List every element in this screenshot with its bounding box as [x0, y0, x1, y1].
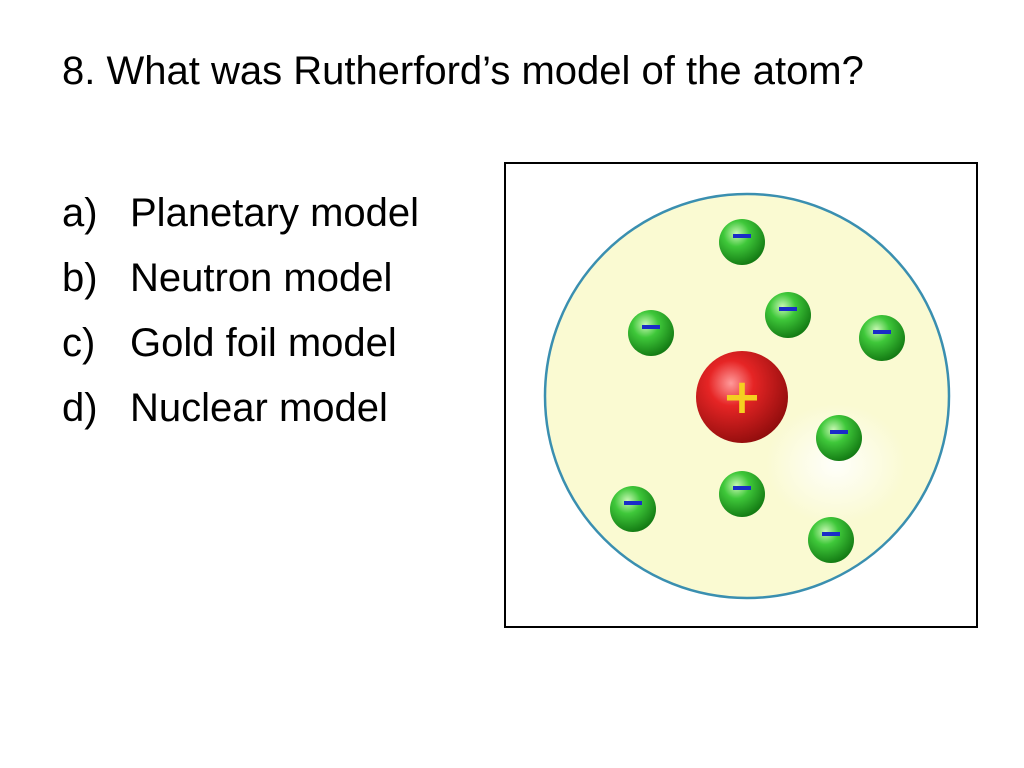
- electron-minus-sign: [779, 307, 797, 311]
- option-letter: d): [62, 386, 98, 430]
- answer-options: a) Planetary model b) Neutron model c) G…: [62, 186, 419, 446]
- electron: [719, 471, 765, 517]
- option-a: a) Planetary model: [62, 186, 419, 251]
- electron: [808, 517, 854, 563]
- electron-sphere: [816, 415, 862, 461]
- option-text: Gold foil model: [130, 321, 397, 365]
- option-letter: b): [62, 256, 98, 300]
- atom-diagram: +: [543, 192, 951, 600]
- question-title: 8. What was Rutherford’s model of the at…: [62, 49, 864, 93]
- nucleus-plus-sign: +: [722, 369, 762, 425]
- electron-minus-sign: [733, 486, 751, 490]
- electron: [859, 315, 905, 361]
- option-c: c) Gold foil model: [62, 316, 419, 381]
- option-d: d) Nuclear model: [62, 381, 419, 446]
- electron-sphere: [859, 315, 905, 361]
- electron: [765, 292, 811, 338]
- electron-sphere: [808, 517, 854, 563]
- electron-minus-sign: [624, 501, 642, 505]
- electron: [816, 415, 862, 461]
- nucleus: +: [696, 351, 788, 443]
- option-text: Planetary model: [130, 191, 420, 235]
- option-text: Nuclear model: [130, 386, 388, 430]
- electron-minus-sign: [830, 430, 848, 434]
- electron-sphere: [628, 310, 674, 356]
- electrons: [610, 219, 905, 563]
- electron: [610, 486, 656, 532]
- nucleus-sphere: [696, 351, 788, 443]
- electron-sphere: [719, 471, 765, 517]
- option-letter: a): [62, 191, 98, 235]
- electron-sphere: [610, 486, 656, 532]
- option-text: Neutron model: [130, 256, 393, 300]
- electron-sphere: [765, 292, 811, 338]
- highlight-glow: [766, 404, 906, 524]
- electron-minus-sign: [822, 532, 840, 536]
- option-b: b) Neutron model: [62, 251, 419, 316]
- electron: [719, 219, 765, 265]
- electron-minus-sign: [642, 325, 660, 329]
- electron: [628, 310, 674, 356]
- option-letter: c): [62, 321, 96, 365]
- electron-minus-sign: [873, 330, 891, 334]
- atom-diagram-frame: +: [504, 162, 978, 628]
- electron-minus-sign: [733, 234, 751, 238]
- electron-sphere: [719, 219, 765, 265]
